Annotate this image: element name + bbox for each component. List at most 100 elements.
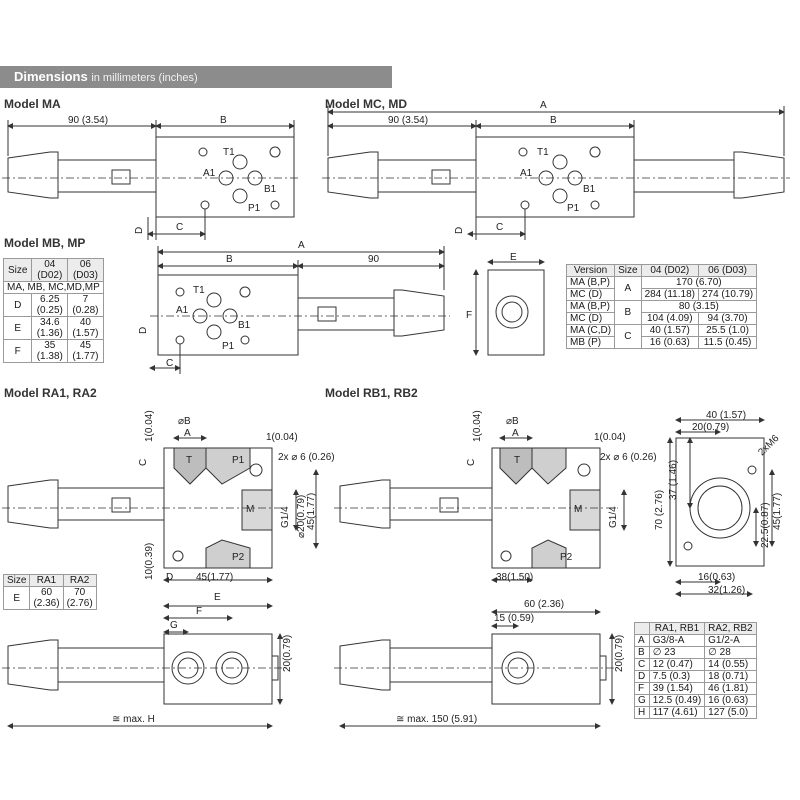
drawing-model-ma (2, 120, 300, 240)
table-row: MA (B,P) B 80 (3.15) (565, 300, 758, 325)
dim-label: 20(0.79) (282, 635, 293, 672)
port-label: B1 (264, 184, 277, 195)
dim-label: C (176, 222, 183, 233)
dim-label: 1(0.04) (594, 432, 626, 443)
dim-label: G (170, 620, 178, 631)
dim-label: C (466, 459, 477, 466)
header-title: Dimensions in millimeters (inches) (14, 69, 198, 84)
dim-label: 1(0.04) (472, 410, 483, 442)
dim-label: A (184, 428, 191, 439)
table-row: E 60 (2.36) 70 (2.76) (2, 586, 97, 610)
table-header: RA1, RB1 (648, 622, 706, 635)
dim-label: 37 (1.46) (668, 460, 679, 500)
dim-label: 45(1.77) (306, 493, 317, 530)
table-row: MC (D) 104 (4.09) 94 (3.70) (565, 312, 758, 325)
dim-label: 2x ⌀ 6 (0.26) (278, 452, 335, 463)
dim-label: 38(1.50) (496, 572, 533, 583)
dim-label: A (512, 428, 519, 439)
port-label: T (514, 455, 520, 466)
size-table: Size 04 (D02) 06 (D03) MA, MB, MC,MD,MP … (2, 258, 104, 363)
table-header: 06 (D03) (697, 264, 758, 277)
drawing-model-rb (334, 417, 775, 729)
dim-label: 45(1.77) (196, 572, 233, 583)
section-model-mb-mp: Model MB, MP (4, 236, 86, 250)
drawing-labels: 90 (3.54) B T1 A1 B1 P1 C D A 90 (3.54) … (68, 100, 783, 725)
dim-label: D (134, 227, 145, 234)
port-label: P2 (232, 552, 245, 563)
port-label: T (186, 455, 192, 466)
dim-label: C (138, 459, 149, 466)
dim-label: 60 (2.36) (524, 599, 564, 610)
dim-label: 1(0.04) (144, 410, 155, 442)
table-header: 04 (D02) (640, 264, 699, 277)
dim-label: ⌀20(0.79) (296, 495, 307, 538)
table-row: MC (D) 284 (11.18) 274 (10.79) (565, 288, 758, 301)
port-label: A1 (520, 168, 533, 179)
table-header: Size (2, 574, 31, 587)
table-span-row: MA, MB, MC,MD,MP (3, 281, 104, 294)
dim-label: ≅ max. H (112, 714, 155, 725)
version-table: Version Size 04 (D02) 06 (D03) MA (B,P) … (565, 264, 758, 349)
ra-size-table: Size RA1 RA2 E 60 (2.36) 70 (2.76) (2, 574, 97, 610)
table-header: RA2, RB2 (704, 622, 757, 635)
port-label: A1 (203, 168, 216, 179)
dim-label: ⌀B (178, 416, 191, 427)
dim-label: 70 (2.76) (654, 490, 665, 530)
dim-label: B (226, 254, 233, 265)
table-row: MB (P) 16 (0.63) 11.5 (0.45) (565, 336, 758, 349)
port-label: A1 (176, 305, 189, 316)
table-header (634, 622, 650, 635)
dim-label: C (166, 358, 173, 369)
dim-label: D (138, 327, 149, 334)
dim-label: 90 (3.54) (68, 115, 108, 126)
table-header: RA2 (62, 574, 97, 587)
dim-label: 22.5(0.87) (760, 502, 771, 548)
port-label: T1 (537, 147, 549, 158)
port-label: B1 (583, 184, 596, 195)
dim-label: 2x ⌀ 6 (0.26) (600, 452, 657, 463)
section-model-ra: Model RA1, RA2 (4, 386, 97, 400)
header-subtitle: in millimeters (inches) (91, 72, 198, 84)
dim-label: 20(0.79) (614, 635, 625, 672)
drawing-model-ra (2, 435, 319, 729)
dim-label: F (466, 310, 472, 321)
dim-label: D (454, 227, 465, 234)
port-label: M (246, 504, 254, 515)
dim-label: 90 (368, 254, 380, 265)
dim-label: 40 (1.57) (706, 410, 746, 421)
drawing-model-mc-md (322, 106, 790, 240)
dim-label: F (196, 606, 202, 617)
dim-label: C (496, 222, 503, 233)
table-row: D 6.25 (0.25) 7 (0.28) (2, 293, 104, 317)
dim-label: E (510, 252, 517, 263)
dim-label: A (540, 100, 547, 111)
section-model-ma: Model MA (4, 97, 61, 111)
port-label: P2 (560, 552, 573, 563)
section-model-mc-md: Model MC, MD (325, 97, 407, 111)
drawing-model-mb-mp (149, 246, 545, 374)
table-header: 04 (D02) (31, 258, 69, 282)
table-row: F 35 (1.38) 45 (1.77) (2, 339, 104, 363)
dim-label: ⌀B (506, 416, 519, 427)
table-row: B∅ 23∅ 28 (634, 646, 757, 659)
dim-label: 20(0.79) (692, 422, 729, 433)
table-header: RA1 (29, 574, 64, 587)
table-row: MA (C,D) C 40 (1.57) 25.5 (1.0) (565, 324, 758, 349)
port-label: B1 (238, 320, 251, 331)
dim-label: 1(0.04) (266, 432, 298, 443)
table-header: Version (565, 264, 616, 277)
port-label: P1 (248, 203, 261, 214)
port-label: T1 (223, 147, 235, 158)
dim-label: B (220, 115, 227, 126)
dim-label: G1/4 (608, 506, 619, 528)
port-label: M (574, 504, 582, 515)
section-model-rb: Model RB1, RB2 (325, 386, 418, 400)
